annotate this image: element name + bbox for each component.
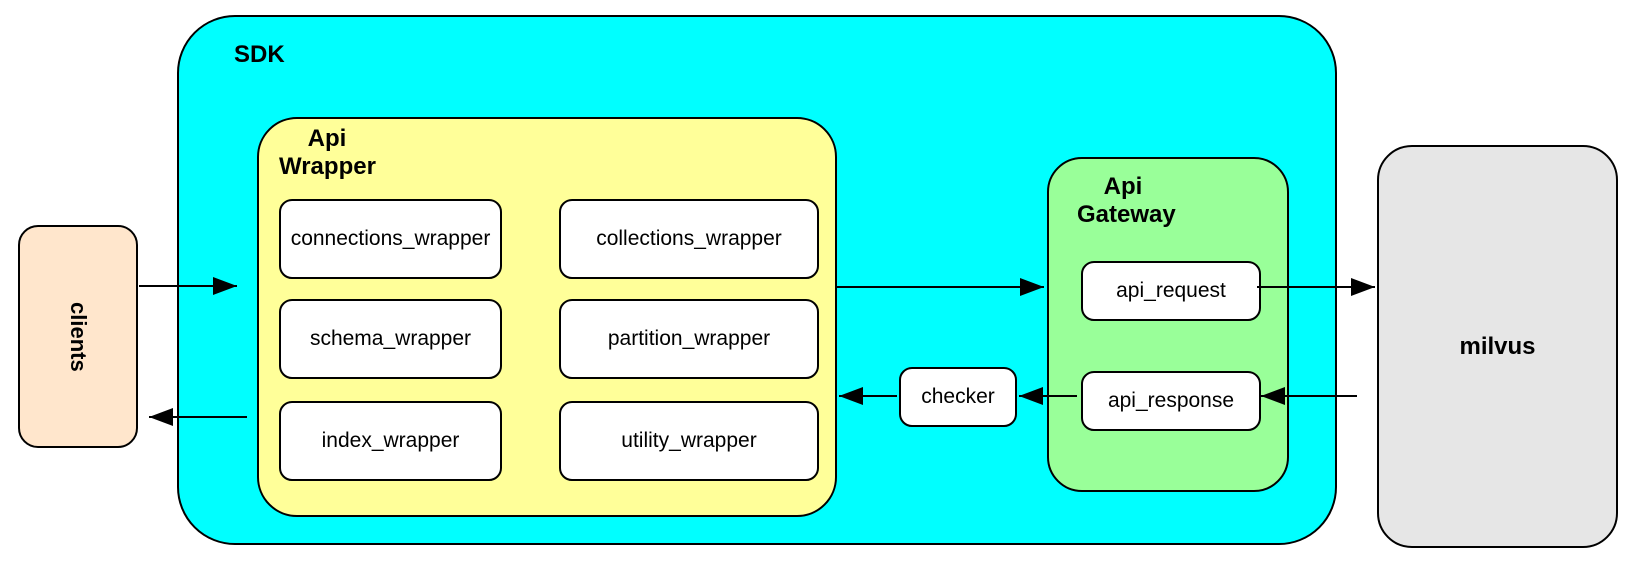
api-wrapper-label-line2: Wrapper — [279, 152, 376, 180]
api-wrapper-label-line1: Api — [307, 125, 347, 152]
clients-node: clients — [18, 225, 138, 448]
api-gateway-label-line1: Api — [1103, 173, 1143, 200]
schema-wrapper-node: schema_wrapper — [279, 299, 502, 379]
clients-label: clients — [66, 301, 91, 372]
milvus-node: milvus — [1377, 145, 1618, 548]
api-response-node: api_response — [1081, 371, 1261, 431]
checker-node: checker — [899, 367, 1017, 427]
collections-wrapper-node: collections_wrapper — [559, 199, 819, 279]
api-gateway-label-line2: Gateway — [1077, 200, 1176, 228]
milvus-label: milvus — [1459, 332, 1536, 360]
api-gateway-container: Api Gateway api_request api_response — [1047, 157, 1289, 492]
api-request-node: api_request — [1081, 261, 1261, 321]
sdk-container: SDK Api Wrapper connections_wrapper coll… — [177, 15, 1337, 545]
api-gateway-label: Api Gateway — [1077, 173, 1176, 228]
partition-wrapper-node: partition_wrapper — [559, 299, 819, 379]
api-wrapper-label: Api Wrapper — [279, 125, 376, 180]
sdk-label: SDK — [234, 41, 285, 68]
connections-wrapper-node: connections_wrapper — [279, 199, 502, 279]
api-wrapper-container: Api Wrapper connections_wrapper collecti… — [257, 117, 837, 517]
index-wrapper-node: index_wrapper — [279, 401, 502, 481]
utility-wrapper-node: utility_wrapper — [559, 401, 819, 481]
